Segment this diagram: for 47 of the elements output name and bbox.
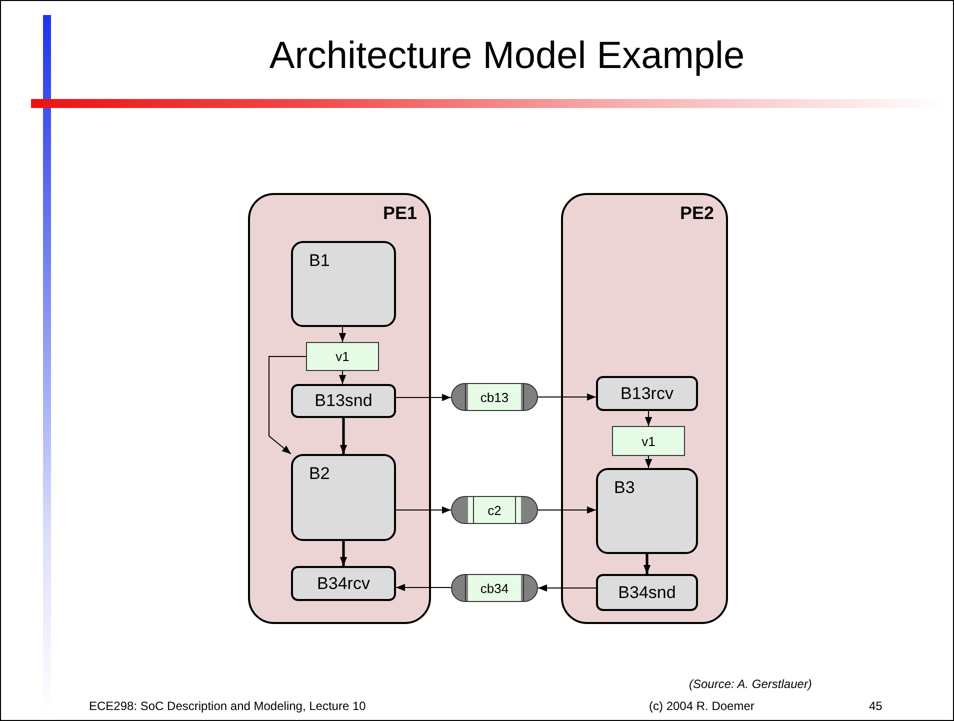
arrow (643, 554, 651, 574)
pe-label: PE2 (680, 203, 714, 224)
arrow (644, 456, 652, 468)
channel-label: cb13 (465, 384, 524, 410)
node-label: B3 (614, 478, 635, 498)
variable-box (612, 426, 685, 456)
channel-shape (451, 574, 538, 602)
processing-element (248, 193, 431, 624)
arrow (644, 410, 652, 426)
footer-text: (c) 2004 R. Doemer (649, 699, 754, 713)
node-label: B2 (309, 464, 330, 484)
arrow (268, 356, 306, 454)
arrow (538, 393, 596, 401)
variable-box (306, 342, 379, 371)
arrow (340, 541, 348, 566)
channel-label: c2 (472, 497, 516, 523)
channel-shape (451, 496, 538, 524)
arrow (396, 584, 452, 592)
arrow (338, 370, 346, 384)
node-label: B34rcv (317, 574, 370, 594)
arrow (396, 506, 452, 514)
behavior-box (596, 376, 698, 411)
processing-element (561, 193, 728, 624)
pe-label: PE1 (382, 203, 417, 224)
arrow (338, 326, 346, 342)
footer-text: ECE298: SoC Description and Modeling, Lecture 10 (89, 699, 366, 713)
node-label: v1 (336, 349, 350, 364)
node-label: v1 (642, 434, 656, 448)
behavior-box (291, 566, 396, 601)
arrow (340, 418, 348, 454)
channel-label: cb34 (465, 575, 524, 601)
behavior-box (291, 384, 396, 418)
source-note: (Source: A. Gerstlauer) (689, 677, 812, 691)
behavior-box (291, 454, 396, 541)
behavior-box (291, 241, 396, 327)
page-number: 45 (869, 699, 882, 713)
node-label: B34snd (618, 582, 676, 602)
node-label: B13rcv (620, 384, 674, 404)
behavior-box (596, 468, 698, 554)
slide-title: Architecture Model Example (268, 35, 746, 78)
arrow (538, 506, 596, 514)
behavior-box (596, 574, 698, 611)
arrow (538, 584, 596, 592)
channel-shape (451, 383, 538, 411)
arrow (396, 394, 452, 402)
node-label: B1 (309, 251, 330, 271)
node-label: B13snd (314, 391, 372, 411)
